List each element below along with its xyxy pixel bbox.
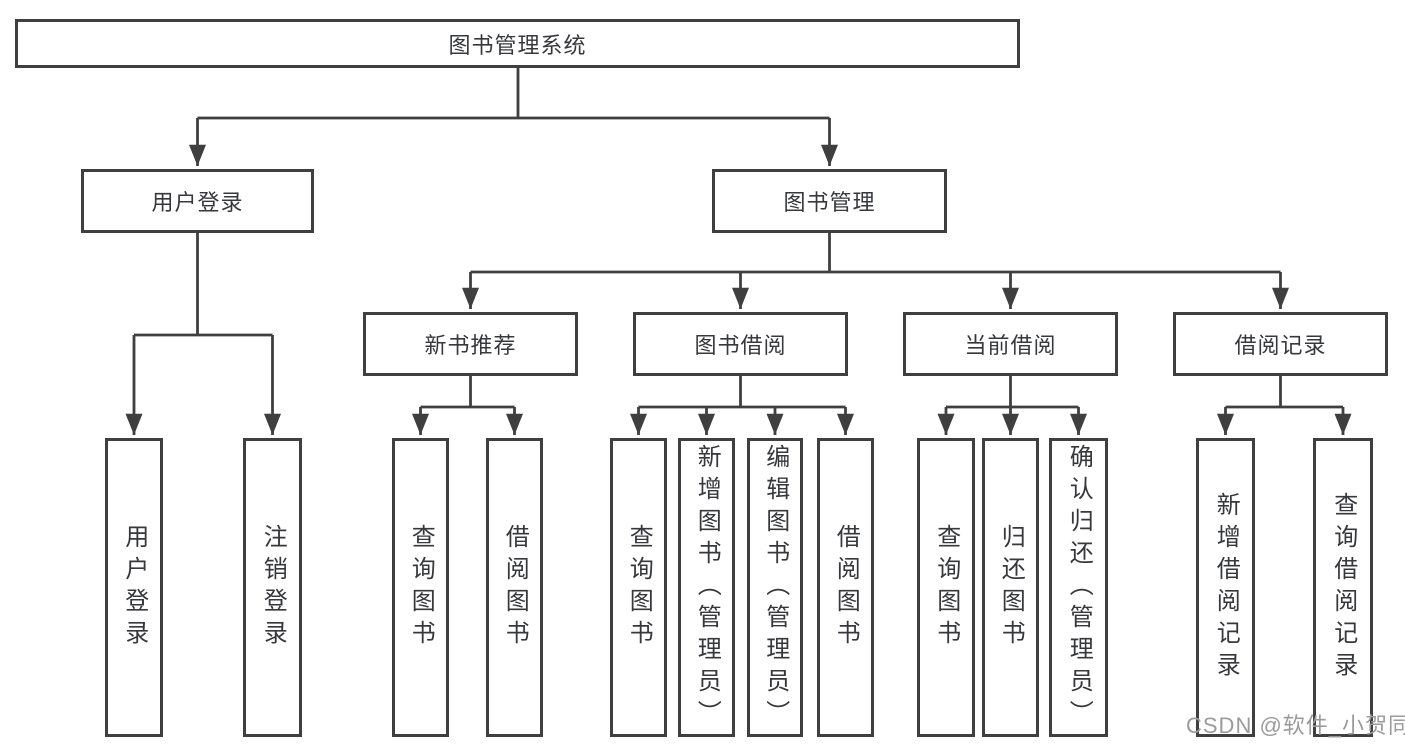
- node-book-borrowing: 图书借阅: [633, 312, 848, 376]
- node-leaf-query-borrow-record: 查询借阅记录: [1313, 438, 1373, 737]
- connector-root-to-level2: [189, 68, 838, 166]
- node-leaf-add-books-admin: 新增图书（管理员）: [678, 438, 735, 737]
- node-label: 图书管理: [783, 190, 876, 215]
- node-current-borrowing: 当前借阅: [903, 312, 1118, 376]
- node-library-system-root: 图书管理系统: [15, 19, 1020, 68]
- node-borrowing-records: 借阅记录: [1173, 312, 1388, 376]
- node-label: 借阅图书: [832, 523, 860, 652]
- node-new-book-recommendation: 新书推荐: [363, 312, 578, 376]
- connector-borrow-record-to-leaves: [1217, 376, 1352, 435]
- connector-current-borrow-to-leaves: [937, 376, 1087, 435]
- node-label: 编辑图书（管理员）: [761, 443, 789, 732]
- connector-user-login-to-leaves: [125, 233, 281, 435]
- node-label: 查询图书: [407, 523, 435, 652]
- node-label: 确认归还（管理员）: [1065, 443, 1093, 732]
- node-leaf-query-books-rec: 查询图书: [392, 438, 449, 737]
- node-label: 查询图书: [932, 523, 960, 652]
- node-label: 借阅图书: [501, 523, 529, 652]
- node-leaf-add-borrow-record: 新增借阅记录: [1196, 438, 1255, 737]
- connector-book-borrow-to-leaves: [630, 376, 854, 435]
- node-leaf-query-books-current: 查询图书: [917, 438, 975, 737]
- node-label: 新书推荐: [424, 333, 517, 358]
- node-label: 注销登录: [259, 523, 287, 652]
- node-label: 图书借阅: [694, 333, 787, 358]
- node-label: 当前借阅: [964, 333, 1057, 358]
- node-label: 图书管理系统: [448, 32, 587, 58]
- connector-new-book-rec-to-leaves: [412, 376, 523, 435]
- node-leaf-query-books-borrow: 查询图书: [610, 438, 667, 737]
- node-label: 用户登录: [151, 190, 244, 215]
- node-label: 新增借阅记录: [1212, 491, 1240, 684]
- node-label: 新增图书（管理员）: [693, 443, 721, 732]
- node-leaf-edit-books-admin: 编辑图书（管理员）: [747, 438, 803, 737]
- node-leaf-borrow-books: 借阅图书: [817, 438, 874, 737]
- node-label: 归还图书: [997, 523, 1025, 652]
- node-leaf-borrow-books-rec: 借阅图书: [486, 438, 543, 737]
- csdn-watermark: CSDN @软件_小贺同学: [1186, 713, 1405, 738]
- node-label: 查询借阅记录: [1329, 491, 1357, 684]
- node-book-management: 图书管理: [712, 169, 947, 233]
- node-leaf-logout: 注销登录: [243, 438, 302, 737]
- node-label: 用户登录: [120, 523, 148, 652]
- node-label: 借阅记录: [1234, 333, 1327, 358]
- node-user-login: 用户登录: [81, 169, 314, 233]
- node-leaf-confirm-return-admin: 确认归还（管理员）: [1049, 438, 1108, 737]
- connector-book-mgmt-to-level3: [462, 233, 1289, 309]
- node-leaf-return-books: 归还图书: [982, 438, 1039, 737]
- node-leaf-user-login: 用户登录: [105, 438, 163, 737]
- node-label: 查询图书: [625, 523, 653, 652]
